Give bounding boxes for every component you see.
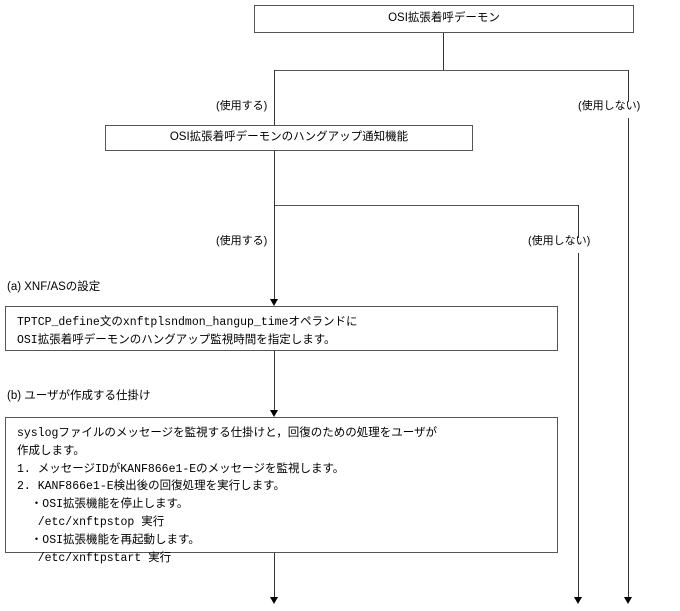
connector-box-a-to-b [274,351,275,410]
node-root-label: OSI拡張着呼デーモン [388,12,500,25]
node-user-mechanism-box: syslogファイルのメッセージを監視する仕掛けと，回復のための処理をユーザが … [5,417,558,565]
arrow-branch-2-right [574,597,582,604]
connector-box-b-out [274,553,275,598]
edge-label-not-use-1: (使用しない) [578,100,641,112]
arrow-to-box-b [270,410,278,417]
arrow-branch-1-right [624,597,632,604]
connector-branch-2-right-lower [578,253,579,598]
connector-branch-2-left [274,205,275,255]
edge-label-use-2: (使用する) [216,235,268,247]
node-xnf-as-box: TPTCP_define文のxnftplsndmon_hangup_timeオペ… [5,306,558,351]
connector-split-1 [274,70,629,71]
connector-branch-1-right-lower [628,118,629,598]
edge-label-use-1: (使用する) [216,100,268,112]
caption-xnf-as: (a) XNF/ASの設定 [7,281,101,293]
caption-user-mechanism: (b) ユーザが作成する仕掛け [7,390,151,402]
connector-root-stem [443,33,444,70]
connector-trunk-to-box-a [274,255,275,299]
node-hangup-notify-label: OSI拡張着呼デーモンのハングアップ通知機能 [169,131,409,144]
node-hangup-notify-box: OSI拡張着呼デーモンのハングアップ通知機能 [105,125,473,151]
connector-branch-1-right [628,70,629,102]
connector-branch-2-right [578,205,579,238]
arrow-to-box-a [270,299,278,306]
connector-node2-stem [274,151,275,205]
connector-split-2 [274,205,579,206]
node-root-box: OSI拡張着呼デーモン [254,5,634,33]
edge-label-not-use-2: (使用しない) [528,235,591,247]
connector-branch-1-left [274,70,275,125]
arrow-box-b-out [270,597,278,604]
